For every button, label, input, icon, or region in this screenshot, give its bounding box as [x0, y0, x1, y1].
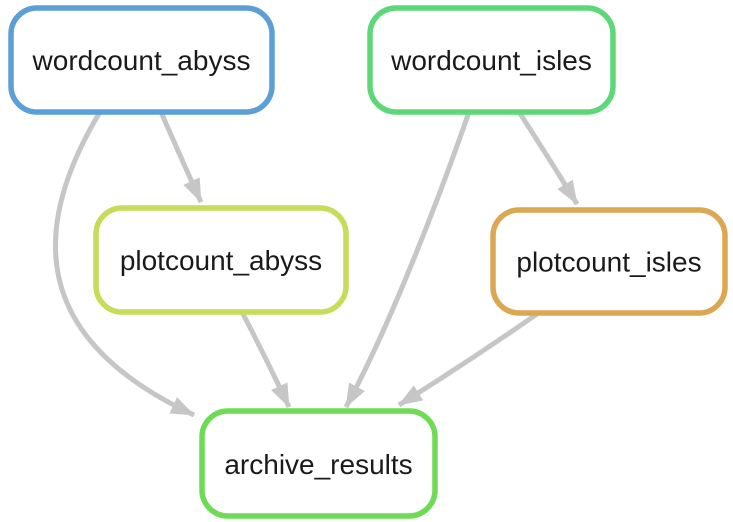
- node-plotcount_isles: plotcount_isles: [490, 207, 728, 316]
- node-box: [490, 207, 728, 316]
- edge-layer: [53, 110, 580, 418]
- edge-plotcount_isles-archive_results: [397, 311, 539, 408]
- node-label: archive_results: [224, 449, 412, 480]
- node-label: wordcount_abyss: [32, 45, 251, 76]
- node-box: [199, 408, 438, 519]
- edge-wordcount_isles-plotcount_isles: [516, 110, 580, 206]
- node-box: [367, 5, 616, 115]
- node-box: [8, 5, 275, 115]
- edge-plotcount_abyss-archive_results: [239, 310, 292, 409]
- node-archive_results: archive_results: [199, 408, 438, 519]
- edge-wordcount_abyss-archive_results: [53, 110, 196, 418]
- edge-wordcount_abyss-plotcount_abyss: [158, 111, 204, 204]
- node-label: plotcount_abyss: [120, 245, 322, 276]
- edge-wordcount_isles-archive_results: [343, 111, 472, 409]
- node-wordcount_isles: wordcount_isles: [367, 5, 616, 115]
- node-wordcount_abyss: wordcount_abyss: [8, 5, 275, 115]
- node-box: [93, 205, 349, 315]
- node-label: wordcount_isles: [390, 45, 592, 76]
- node-label: plotcount_isles: [516, 247, 701, 278]
- node-plotcount_abyss: plotcount_abyss: [93, 205, 349, 315]
